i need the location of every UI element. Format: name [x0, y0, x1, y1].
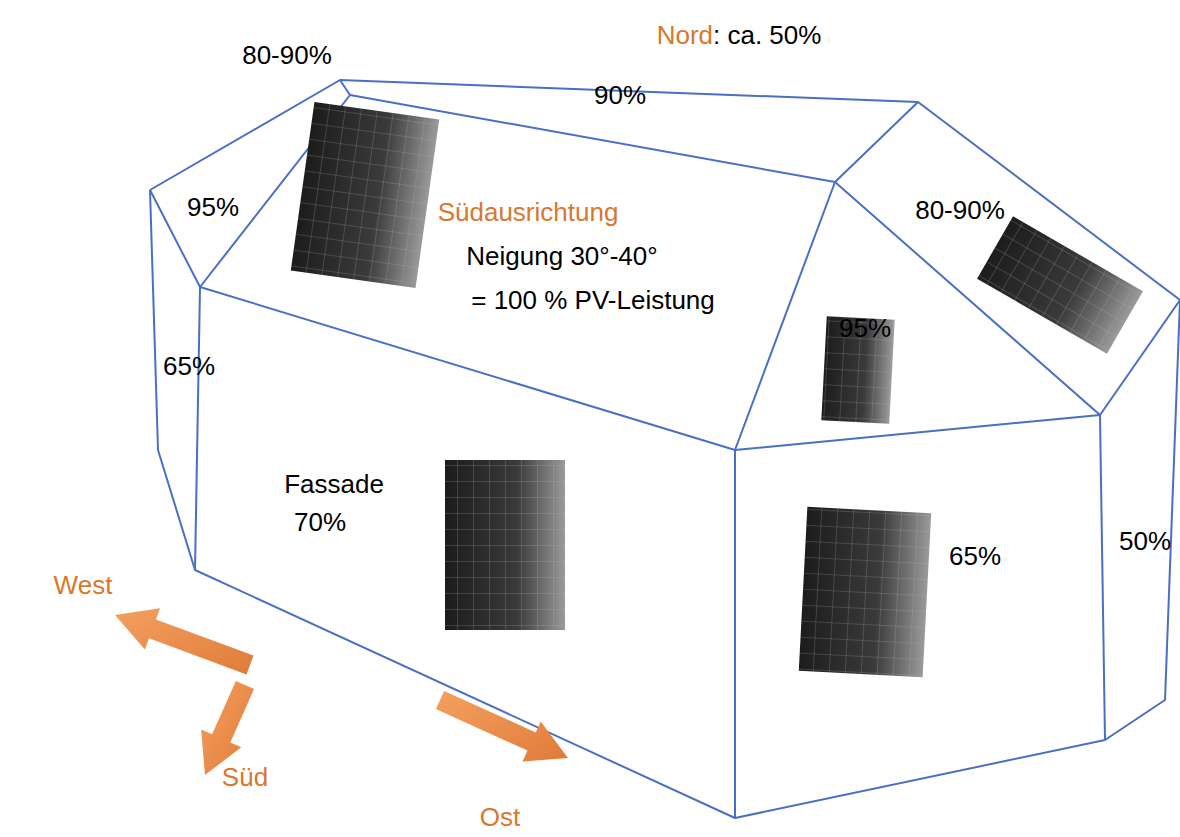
percent-label: 65%: [949, 542, 1001, 571]
percent-label: 95%: [187, 193, 239, 222]
direction-label: Ost: [480, 803, 520, 832]
direction-label: Nord: [657, 21, 713, 50]
note-text: = 100 % PV-Leistung: [471, 286, 715, 315]
percent-label: : ca. 50%: [713, 21, 821, 50]
percent-label: 80-90%: [915, 196, 1005, 225]
percent-label: 90%: [594, 81, 646, 110]
percent-label: 95%: [839, 314, 891, 343]
direction-label: West: [54, 571, 113, 600]
percent-label: 65%: [163, 352, 215, 381]
facade-label: 70%: [294, 508, 346, 537]
percent-label: 50%: [1119, 527, 1171, 556]
facade-label: Fassade: [284, 470, 384, 499]
note-text: Neigung 30°-40°: [466, 242, 657, 271]
direction-label: Südausrichtung: [438, 198, 619, 227]
percent-label: 80-90%: [242, 41, 332, 70]
solar-panels: [291, 102, 1143, 677]
house-outline: [150, 80, 1180, 818]
compass-arrows: [115, 608, 568, 775]
direction-label: Süd: [222, 763, 268, 792]
